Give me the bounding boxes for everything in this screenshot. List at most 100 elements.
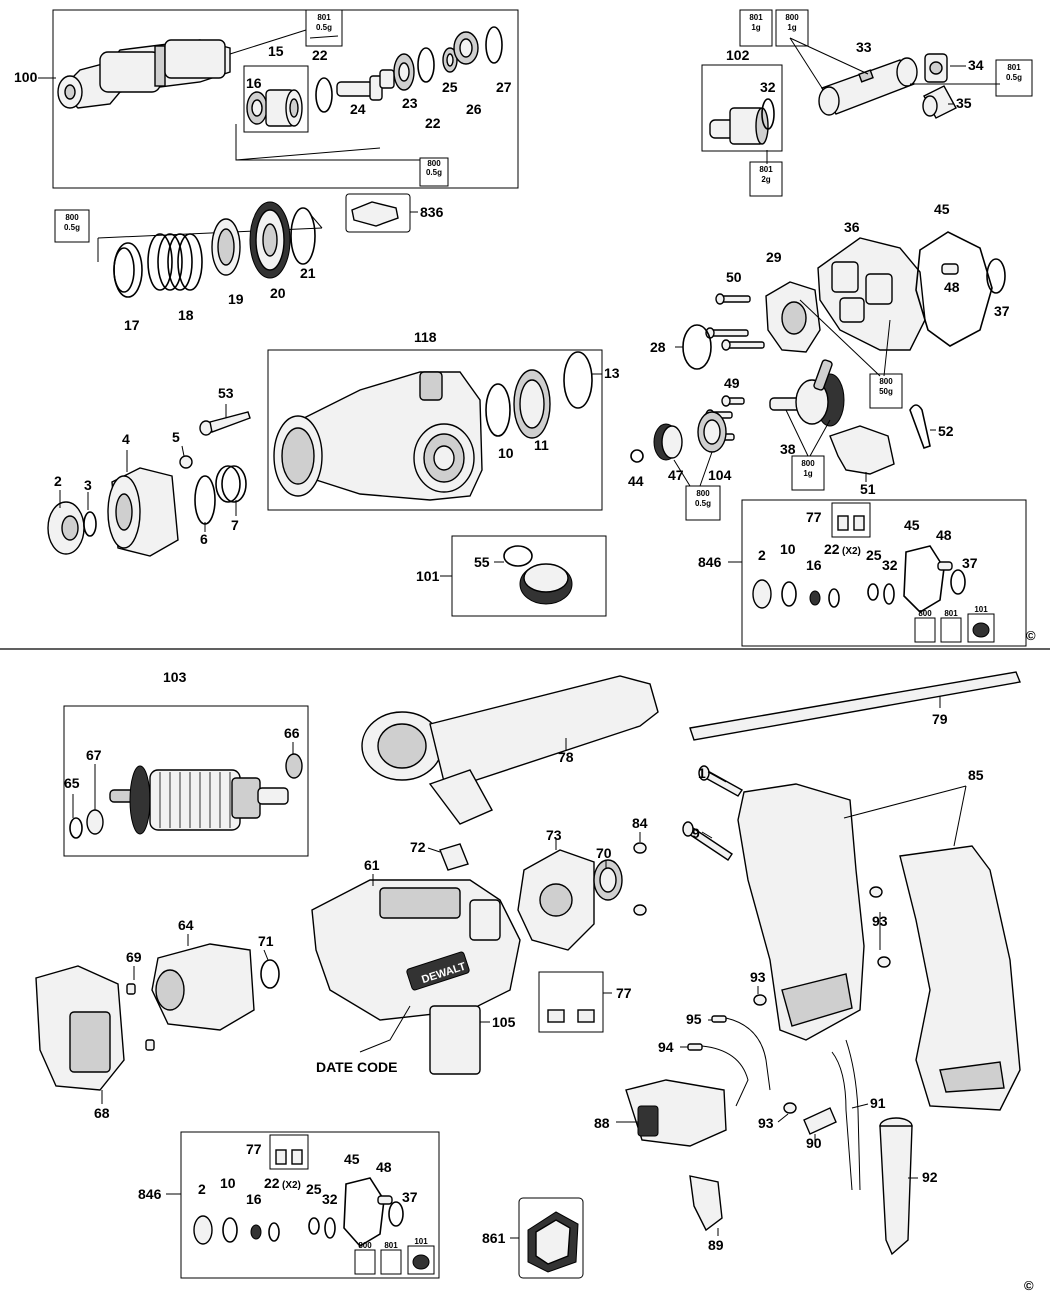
kit-label-32: 32: [882, 557, 898, 573]
kit-b-801-box: [380, 1249, 402, 1275]
kit-48: [937, 561, 953, 571]
kit-b-label-37: 37: [402, 1189, 418, 1205]
part-label: 800: [696, 489, 710, 498]
kit-77-box-top: [831, 502, 871, 538]
kit-b-label-48: 48: [376, 1159, 392, 1175]
label-102: 102: [726, 47, 750, 63]
label-2: 2: [54, 473, 62, 489]
ring-22b: [417, 47, 435, 83]
grease-tag-2: 800 0.5g: [419, 157, 449, 187]
kit-bearing-16: [809, 590, 821, 606]
label-22a: 22: [312, 47, 328, 63]
wire-94: [687, 1043, 749, 1107]
kit-b-label-32: 32: [322, 1191, 338, 1207]
ring-13: [563, 351, 593, 409]
label-68: 68: [94, 1105, 110, 1121]
gear-case-118: [273, 371, 483, 501]
bearing-26: [453, 31, 479, 65]
brushes-77-bottom: [275, 1149, 303, 1165]
clip-89: [689, 1175, 723, 1232]
ring-10: [485, 383, 511, 437]
spring-7: [215, 465, 247, 503]
label-94: 94: [658, 1039, 674, 1055]
kit-ring-22: [828, 588, 840, 608]
label-25: 25: [442, 79, 458, 95]
group-118-box: [267, 349, 603, 511]
screws-93: [753, 886, 891, 1114]
brushes-77-box: [538, 971, 604, 1033]
kit-b-label-800: 800: [358, 1241, 372, 1250]
screw-9: [682, 821, 733, 861]
clamp-90: [803, 1107, 837, 1135]
part-label: 0.5g: [1006, 73, 1022, 82]
label-22b: 22: [425, 115, 441, 131]
bearing-16: [246, 89, 303, 127]
part-label: 801: [749, 13, 763, 22]
part-label: 1g: [787, 23, 796, 32]
kit-label-45: 45: [904, 517, 920, 533]
clutch-19: [211, 218, 241, 276]
label-11: 11: [534, 437, 549, 453]
label-105: [429, 1005, 481, 1075]
label-85: 85: [968, 767, 984, 783]
kit-b-ring-37: [388, 1201, 404, 1227]
label-50: 50: [726, 269, 742, 285]
kit-77-box-bottom: [269, 1134, 309, 1170]
kit-b-101-box: [407, 1245, 435, 1275]
bearing-70: [593, 859, 623, 901]
clip-27: [485, 26, 503, 64]
part-label: 801: [1007, 63, 1021, 72]
kit-b-label-22: 22: [264, 1175, 280, 1191]
kit-b-cap-2: [193, 1215, 213, 1245]
label-93c: 93: [758, 1115, 774, 1131]
washer-44: [630, 449, 644, 463]
kit-800-box: [914, 617, 936, 643]
copyright-top: ©: [1026, 628, 1036, 643]
screw-1: [698, 765, 744, 797]
label-66: 66: [284, 725, 300, 741]
kit-label-22: 22: [824, 541, 840, 557]
kit-ring-32: [883, 583, 895, 605]
label-26: 26: [466, 101, 482, 117]
label-29: 29: [766, 249, 782, 265]
gear-47: [653, 423, 683, 461]
label-100: 100: [14, 69, 38, 85]
cylinder-33: [818, 57, 918, 116]
plate-72: [439, 843, 469, 871]
gear-housing-36: [817, 237, 926, 351]
ring-6: [194, 475, 216, 525]
label-71: 71: [258, 933, 274, 949]
label-35: 35: [956, 95, 972, 111]
kit-846-box-bottom: [180, 1131, 440, 1279]
label-44: 44: [628, 473, 644, 489]
label-47: 47: [668, 467, 684, 483]
label-118: 118: [414, 329, 437, 345]
kit-b-label-16: 16: [246, 1191, 262, 1207]
label-88: 88: [594, 1115, 610, 1131]
kit-label-801: 801: [944, 609, 958, 618]
label-3: 3: [84, 477, 92, 493]
kit-label-101: 101: [974, 605, 988, 614]
label-36: 36: [844, 219, 860, 235]
label-34: 34: [968, 57, 984, 73]
bearing-67: [86, 809, 104, 835]
label-9: 9: [692, 825, 700, 841]
ball-5: [179, 455, 193, 469]
kit-label-x2: (X2): [842, 546, 861, 557]
label-4: 4: [122, 431, 130, 447]
label-55: 55: [474, 554, 490, 570]
kit-label-37: 37: [962, 555, 978, 571]
label-846-top: 846: [698, 554, 722, 570]
part-label: 1g: [751, 23, 760, 32]
kit-b-ring-25: [308, 1217, 320, 1235]
grease-tag-3: 801 1g: [739, 9, 773, 47]
group-102-box: [701, 64, 783, 152]
label-92: 92: [922, 1169, 938, 1185]
brush-holder-73: [517, 849, 595, 951]
label-72: 72: [410, 839, 426, 855]
ring-21: [290, 207, 316, 265]
screw-50: [715, 293, 751, 305]
ring-22: [315, 77, 333, 113]
screws-84: [633, 842, 647, 916]
gasket-45: [915, 231, 993, 347]
